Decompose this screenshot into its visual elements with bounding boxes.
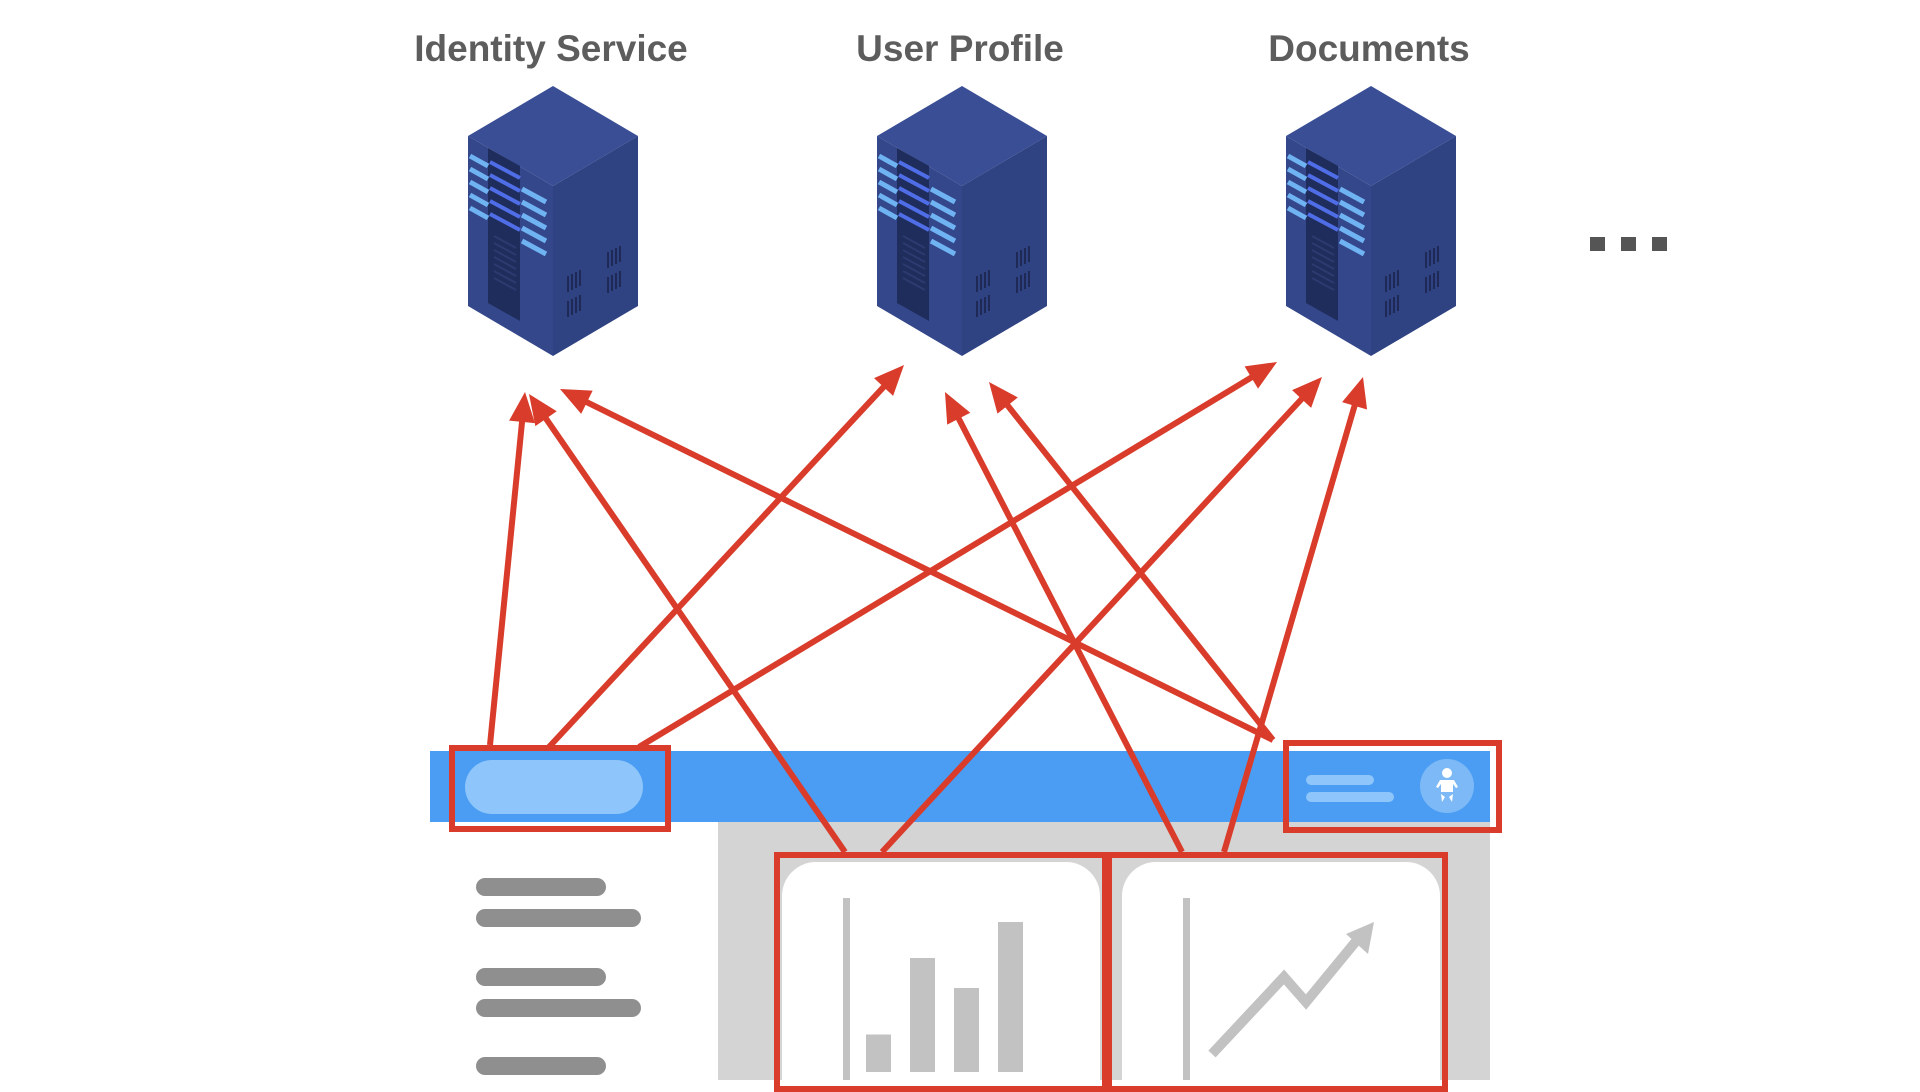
- sidebar-line: [476, 909, 641, 927]
- trend-arrowhead: [1346, 922, 1374, 954]
- sidebar-line: [476, 999, 641, 1017]
- arrowhead: [1244, 362, 1277, 389]
- bar-chart-card: [782, 862, 1100, 1080]
- highlight-user-menu: [1283, 740, 1502, 833]
- connection-arrow: [539, 410, 848, 854]
- arrowhead: [1292, 377, 1322, 408]
- service-label-identity: Identity Service: [414, 28, 688, 69]
- connection-arrow: [487, 413, 526, 746]
- service-label-documents: Documents: [1268, 28, 1470, 69]
- bar: [910, 958, 935, 1072]
- search-pill: [465, 760, 643, 814]
- bar: [866, 1034, 891, 1072]
- arrowhead: [560, 389, 593, 414]
- server-icon-user-profile: [877, 86, 1047, 356]
- highlight-search: [449, 745, 671, 832]
- service-label-user-profile: User Profile: [856, 28, 1064, 69]
- bar: [954, 988, 979, 1072]
- arrowhead: [1342, 377, 1368, 410]
- bar: [998, 922, 1023, 1072]
- arrowhead: [874, 365, 904, 396]
- arrowhead: [945, 392, 971, 425]
- arrowhead: [509, 392, 535, 424]
- sidebar-line: [476, 878, 606, 896]
- trend-line: [1208, 930, 1366, 1058]
- arrowhead: [989, 382, 1018, 414]
- line-chart-card: [1122, 862, 1440, 1080]
- avatar: [1420, 759, 1474, 813]
- server-icon-documents: [1286, 86, 1456, 356]
- connection-arrow: [578, 396, 1275, 743]
- sidebar-line: [476, 1057, 606, 1075]
- arrowhead: [529, 394, 557, 427]
- connection-arrow: [1000, 397, 1276, 742]
- connection-arrow: [637, 370, 1260, 750]
- connection-arrow: [546, 379, 892, 750]
- line-chart-icon: [1183, 898, 1374, 1080]
- chart-axis: [843, 898, 850, 1080]
- server-icon-identity: [468, 86, 638, 356]
- chart-axis: [1183, 898, 1190, 1080]
- baby-icon: [1436, 768, 1458, 802]
- connection-arrow: [1221, 397, 1360, 853]
- connection-arrow: [952, 410, 1185, 854]
- connection-arrow: [879, 391, 1310, 855]
- sidebar-line: [476, 968, 606, 986]
- ellipsis-icon: [1590, 237, 1667, 251]
- bar-chart-icon: [843, 898, 1023, 1080]
